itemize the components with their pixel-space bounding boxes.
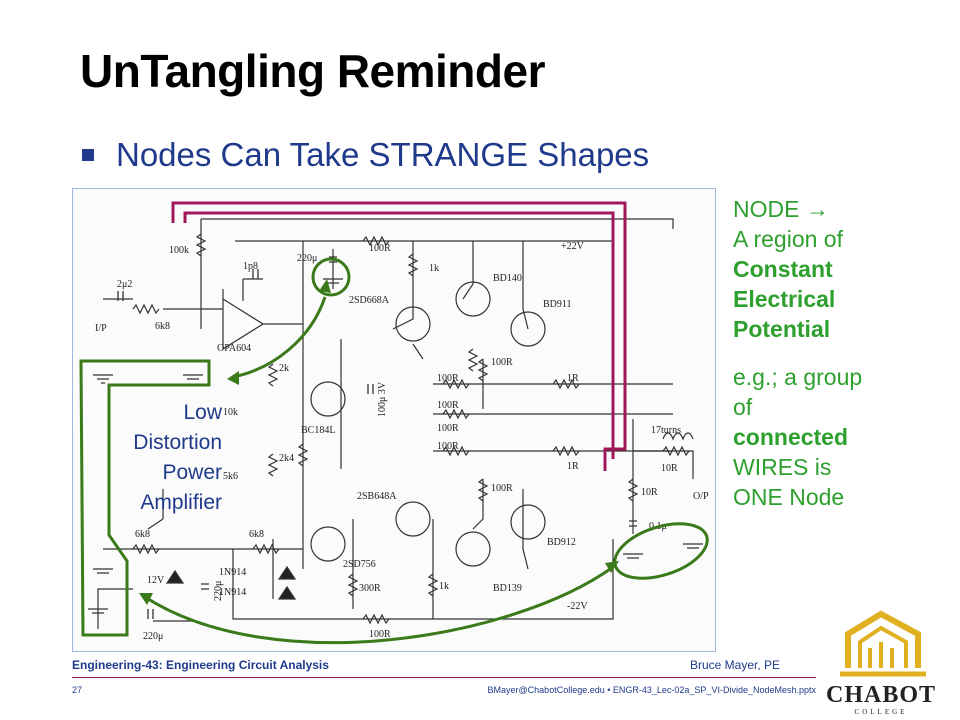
label-bc184l: BC184L	[301, 425, 335, 436]
chabot-college-logo: CHABOT COLLEGE	[826, 608, 936, 716]
inductor	[662, 432, 694, 441]
amp-label-line-4: Amplifier	[140, 491, 222, 514]
label-10r-b: 10R	[641, 487, 658, 498]
label-op: O/P	[693, 491, 709, 502]
label-100u-3v: 100μ 3V	[377, 381, 388, 417]
label-220u-bot: 220μ	[143, 631, 163, 642]
resistors	[132, 233, 690, 625]
node-circle-top	[311, 257, 351, 297]
capacitors-and-grounds	[88, 256, 703, 619]
label-100r-mid: 100R	[491, 357, 513, 368]
amp-label-line-1: Low	[183, 401, 222, 424]
label-1r-b: 1R	[567, 461, 579, 472]
note-line-5: Potential	[733, 316, 831, 342]
label-1n914-a: 1N914	[219, 567, 246, 578]
node-ellipse-output	[613, 522, 709, 580]
diodes	[165, 565, 297, 600]
label-2k4: 2k4	[279, 453, 294, 464]
label-6k8-fb: 6k8	[135, 529, 150, 540]
label-bd912: BD912	[547, 537, 576, 548]
component-labels: 100k 2μ2 6k8 I/P 1p8 220μ 100R +22V 1k 2…	[95, 241, 709, 642]
label-2sd668a: 2SD668A	[349, 295, 390, 306]
label-1n914-b: 1N914	[219, 587, 246, 598]
label-1r-a: 1R	[567, 373, 579, 384]
label-100k: 100k	[169, 245, 189, 256]
bullet-text: Nodes Can Take STRANGE Shapes	[116, 136, 650, 173]
label-100r-d: 100R	[437, 441, 459, 452]
footer-course: Engineering-43: Engineering Circuit Anal…	[72, 658, 329, 672]
label-1k-low: 1k	[439, 581, 449, 592]
label-2u2: 2μ2	[117, 279, 132, 290]
slide-title: UnTangling Reminder	[80, 45, 546, 97]
label-12v: 12V	[147, 575, 165, 586]
label-minus-22v: -22V	[567, 601, 588, 612]
note-line-3: Constant	[733, 256, 833, 282]
note-line-8: connected	[733, 424, 849, 450]
note-line-6: e.g.; a group	[733, 364, 863, 390]
note-line-10: ONE Node	[733, 484, 845, 510]
footer-file: BMayer@ChabotCollege.edu • ENGR-43_Lec-0…	[487, 685, 816, 695]
footer-author: Bruce Mayer, PE	[690, 658, 781, 672]
note-spacer	[733, 344, 913, 362]
label-100r-b: 100R	[437, 400, 459, 411]
node-arrows	[144, 296, 614, 645]
label-17turns: 17turns	[651, 425, 681, 436]
schematic-wiring	[97, 218, 694, 629]
label-ip: I/P	[95, 323, 107, 334]
bullet-item: Nodes Can Take STRANGE Shapes	[82, 136, 649, 174]
note-line-4: Electrical	[733, 286, 836, 312]
amp-label-line-2: Distortion	[133, 431, 222, 454]
node-definition-note: NODE → A region of Constant Electrical P…	[733, 194, 913, 512]
logo-subtitle: COLLEGE	[854, 708, 908, 716]
label-5k6: 5k6	[223, 471, 238, 482]
label-1k-top: 1k	[429, 263, 439, 274]
label-100r-c: 100R	[437, 423, 459, 434]
logo-wordmark: CHABOT	[826, 682, 937, 708]
node-outline-green	[79, 359, 211, 637]
arrowheads	[139, 279, 619, 605]
amplifier-caption: Low Distortion Power Amplifier	[94, 398, 222, 518]
amp-label-line-3: Power	[162, 461, 222, 484]
note-line-7: of	[733, 394, 753, 420]
label-2k: 2k	[279, 363, 289, 374]
square-bullet-icon	[82, 149, 94, 161]
label-opa604: OPA604	[217, 343, 251, 354]
label-100r-low: 100R	[491, 483, 513, 494]
label-22v: +22V	[561, 241, 585, 252]
amplifier-schematic: 100k 2μ2 6k8 I/P 1p8 220μ 100R +22V 1k 2…	[72, 188, 716, 652]
note-line-1: NODE →	[733, 196, 829, 222]
label-1p8: 1p8	[243, 261, 258, 272]
label-2sd756: 2SD756	[343, 559, 376, 570]
label-100r-bot: 100R	[369, 629, 391, 640]
label-220u-low: 220μ	[213, 581, 224, 601]
note-line-2: A region of	[733, 226, 843, 252]
transistors	[310, 281, 546, 567]
label-bd911: BD911	[543, 299, 572, 310]
label-100r-a: 100R	[437, 373, 459, 384]
label-10k: 10k	[223, 407, 238, 418]
note-line-9: WIRES is	[733, 454, 832, 480]
label-2sb648a: 2SB648A	[357, 491, 397, 502]
node-outline-magenta-inner	[183, 211, 615, 459]
label-10r-a: 10R	[661, 463, 678, 474]
label-6k8-in: 6k8	[155, 321, 170, 332]
label-100r-top: 100R	[369, 243, 391, 254]
footer-divider	[72, 677, 816, 678]
building-icon	[840, 610, 926, 677]
label-300r: 300R	[359, 583, 381, 594]
label-bd139: BD139	[493, 583, 522, 594]
label-6k8-b: 6k8	[249, 529, 264, 540]
label-220u-top: 220μ	[297, 253, 317, 264]
slide-number: 27	[72, 685, 83, 695]
node-outline-magenta	[171, 201, 627, 471]
label-bd140: BD140	[493, 273, 522, 284]
